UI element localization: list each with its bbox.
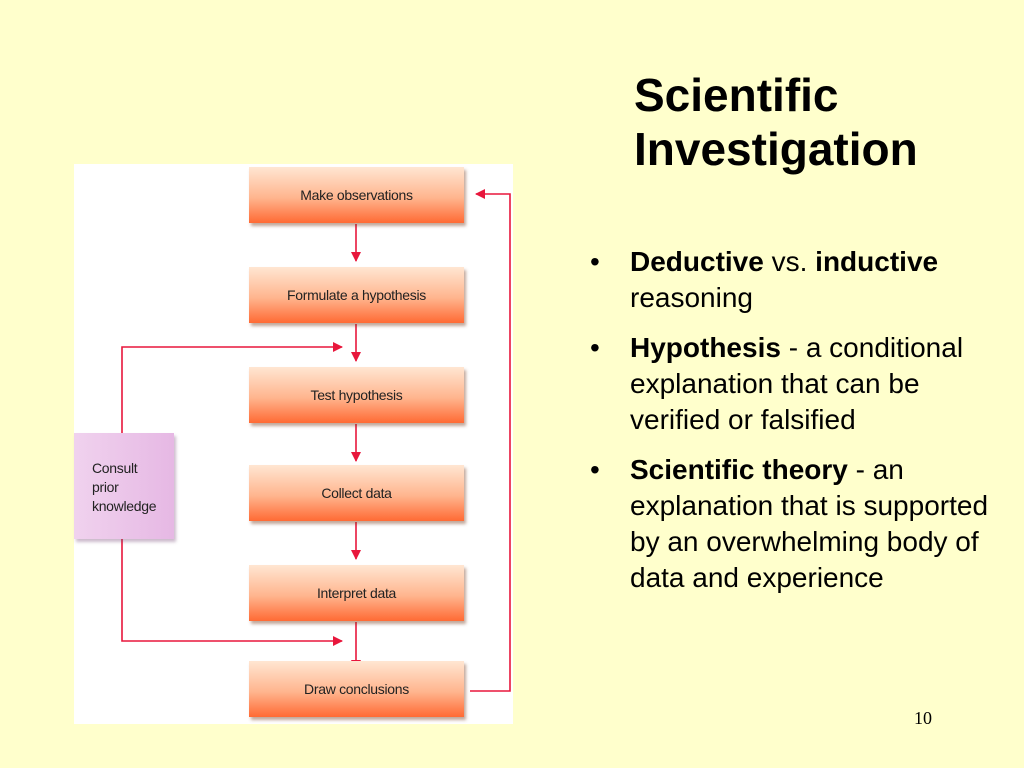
prior-knowledge-label: Consult prior knowledge xyxy=(92,460,157,514)
term-inductive: inductive xyxy=(815,246,939,277)
bullet-hypothesis: • Hypothesis - a conditional explanation… xyxy=(590,332,964,435)
title-line-1: Scientific xyxy=(634,69,839,121)
arrow-feedback-loop xyxy=(470,189,511,692)
bullet-dot: • xyxy=(590,454,600,485)
step-formulate-hypothesis: Formulate a hypothesis xyxy=(249,267,464,323)
scientific-method-flowchart: Make observations Formulate a hypothesis… xyxy=(74,164,513,724)
bullet-deductive-inductive: • Deductive vs. inductive reasoning xyxy=(590,246,939,313)
bullet-list: • Deductive vs. inductive reasoning • Hy… xyxy=(588,244,1008,610)
term-deductive: Deductive xyxy=(630,246,764,277)
term-scientific-theory: Scientific theory xyxy=(630,454,848,485)
bullet-scientific-theory: • Scientific theory - an explanation tha… xyxy=(590,454,989,593)
slide-title: Scientific Investigation xyxy=(634,68,1014,176)
bullet-dot: • xyxy=(590,246,600,277)
step-test-hypothesis: Test hypothesis xyxy=(249,367,464,423)
flowchart-arrows xyxy=(121,189,511,692)
step-draw-conclusions: Draw conclusions xyxy=(249,661,464,717)
arrow-prior-to-test xyxy=(121,342,343,433)
step-collect-data: Collect data xyxy=(249,465,464,521)
step-interpret-data: Interpret data xyxy=(249,565,464,621)
arrow-prior-to-conclusions xyxy=(121,539,343,646)
step-make-observations: Make observations xyxy=(249,167,464,223)
page-number: 10 xyxy=(914,708,932,728)
title-line-2: Investigation xyxy=(634,123,918,175)
term-hypothesis: Hypothesis xyxy=(630,332,781,363)
consult-prior-knowledge-box: Consult prior knowledge xyxy=(74,433,174,539)
bullet-dot: • xyxy=(590,332,600,363)
